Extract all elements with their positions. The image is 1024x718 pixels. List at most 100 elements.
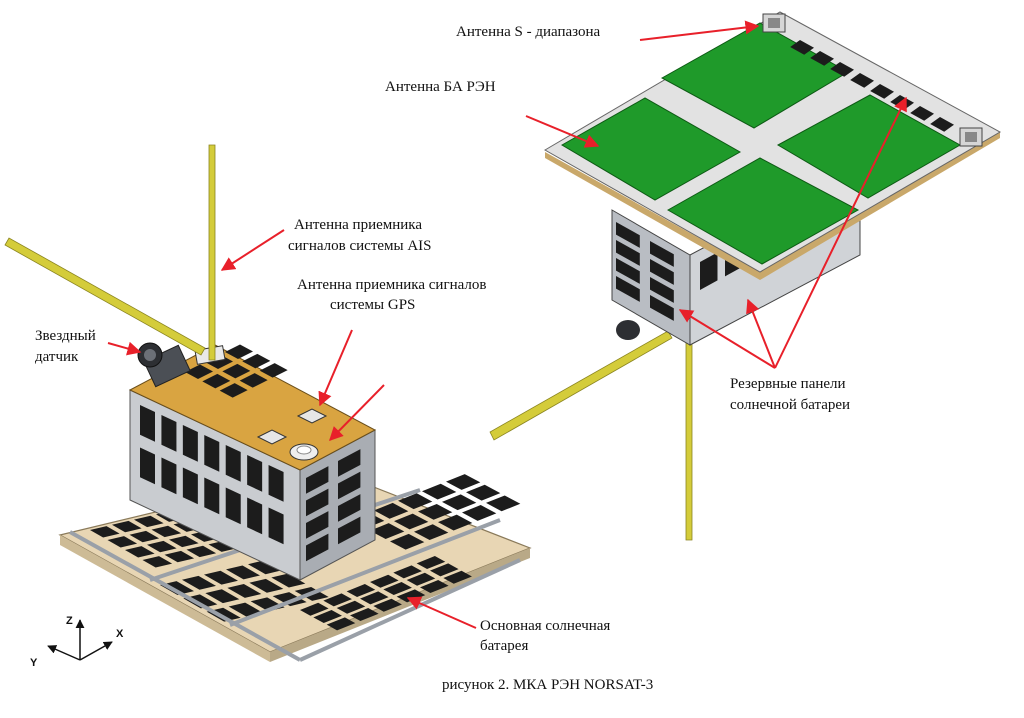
- solar-cell: [383, 582, 412, 596]
- solar-cell: [313, 610, 342, 624]
- solar-cell: [161, 457, 177, 495]
- label-reserve-line2: солнечной батареи: [730, 397, 851, 413]
- solar-cell: [107, 536, 138, 548]
- arrow-gps-1: [318, 329, 353, 407]
- label-gps-line1: Антенна приемника сигналов: [297, 277, 487, 293]
- solar-cell: [219, 383, 248, 398]
- solar-cell: [830, 62, 854, 77]
- solar-cell: [650, 277, 674, 303]
- deployed-satellite: [489, 11, 1002, 541]
- solar-cell: [271, 573, 306, 588]
- solar-cell: [438, 514, 473, 531]
- body-front-solar-cells: [140, 405, 284, 545]
- solar-cell: [616, 276, 640, 302]
- solar-cell: [247, 497, 263, 535]
- solar-cell: [486, 495, 521, 512]
- gps-antenna-patch-2: [296, 408, 328, 424]
- solar-cell: [374, 502, 409, 519]
- top-solar-cells: [185, 344, 288, 398]
- solar-cell: [142, 556, 173, 568]
- arrow-reserve-2: [746, 298, 776, 369]
- solar-cell: [420, 580, 449, 594]
- label-ba-ren-antenna: Антенна БА РЭН: [385, 79, 496, 95]
- solar-cell: [910, 106, 934, 121]
- solar-cell: [790, 40, 814, 55]
- label-gps-line2: системы GPS: [330, 297, 416, 313]
- right-sensor: [616, 320, 640, 340]
- solar-cell: [249, 578, 284, 593]
- solar-cell: [161, 415, 177, 452]
- arrow-main-solar: [406, 596, 477, 629]
- label-s-band-antenna: Антенна S - диапазона: [456, 24, 601, 40]
- solar-cell: [129, 530, 160, 543]
- solar-cell: [414, 524, 449, 541]
- solar-cell: [204, 477, 220, 515]
- solar-cell: [650, 259, 674, 285]
- solar-cell: [306, 533, 329, 562]
- solar-cell: [306, 466, 329, 494]
- solar-cell: [125, 546, 155, 558]
- antenna-panel-green-1: [561, 97, 742, 201]
- label-ais-line1: Антенна приемника: [294, 217, 423, 233]
- solar-cell: [346, 584, 376, 598]
- solar-cell: [268, 507, 284, 545]
- solar-cell: [650, 295, 674, 321]
- solar-cell: [650, 241, 674, 267]
- axes-triad: [47, 619, 113, 661]
- solar-cell: [239, 373, 268, 388]
- solar-cell: [616, 258, 640, 284]
- solar-cell: [205, 589, 240, 604]
- solar-cell: [182, 575, 216, 590]
- solar-cell: [418, 503, 453, 520]
- arrow-gps-2: [329, 384, 385, 441]
- callout-arrows: [107, 20, 907, 629]
- solar-cell: [810, 51, 834, 66]
- body-side-solar-cells: [306, 449, 361, 562]
- solar-cell: [208, 540, 239, 552]
- label-ais-line2: сигналов системы AIS: [288, 238, 432, 254]
- solar-cell: [616, 240, 640, 266]
- solar-cell: [373, 598, 402, 612]
- right-antenna-rod-vertical: [685, 339, 693, 541]
- solar-cell: [462, 505, 497, 521]
- solar-cell: [164, 550, 195, 563]
- solar-cell: [446, 474, 481, 490]
- solar-cell: [443, 570, 472, 584]
- solar-cell: [259, 363, 288, 378]
- solar-cell: [870, 84, 894, 99]
- solar-cell: [616, 222, 640, 248]
- solar-cell: [370, 574, 399, 588]
- solar-cell: [390, 533, 425, 550]
- solar-cell: [147, 540, 177, 553]
- solar-cell: [140, 405, 155, 442]
- solar-cell: [326, 617, 356, 631]
- solar-cell: [442, 494, 477, 511]
- solar-cell: [306, 488, 329, 517]
- axis-y-label: Y: [30, 657, 38, 669]
- reserve-solar-cells-plate: [790, 40, 954, 132]
- solar-cell: [336, 600, 366, 614]
- axis-z-label: Z: [66, 615, 73, 627]
- satellite-top-plate: [128, 344, 377, 471]
- solar-cell: [169, 535, 199, 548]
- solar-cell: [202, 373, 231, 389]
- label-star-line2: датчик: [35, 349, 79, 365]
- antenna-plate-edge: [545, 132, 1000, 280]
- solar-cell: [227, 584, 262, 598]
- stowed-satellite: [4, 144, 532, 662]
- solar-cell: [300, 602, 329, 616]
- arrow-star-sensor: [107, 341, 142, 356]
- solar-cell: [338, 494, 361, 522]
- figure-caption: рисунок 2. МКА РЭН NORSAT-3: [442, 677, 654, 693]
- solar-cell: [204, 435, 220, 472]
- solar-cell: [370, 523, 405, 539]
- solar-cell: [700, 252, 718, 290]
- arrow-reserve-3: [678, 309, 776, 369]
- antenna-panel-green-3: [666, 157, 860, 265]
- solar-cell: [225, 487, 241, 525]
- solar-cell: [242, 353, 271, 369]
- solar-cell: [205, 354, 233, 369]
- solar-cell: [323, 593, 352, 607]
- solar-cell: [430, 563, 459, 577]
- solar-cell: [151, 525, 182, 538]
